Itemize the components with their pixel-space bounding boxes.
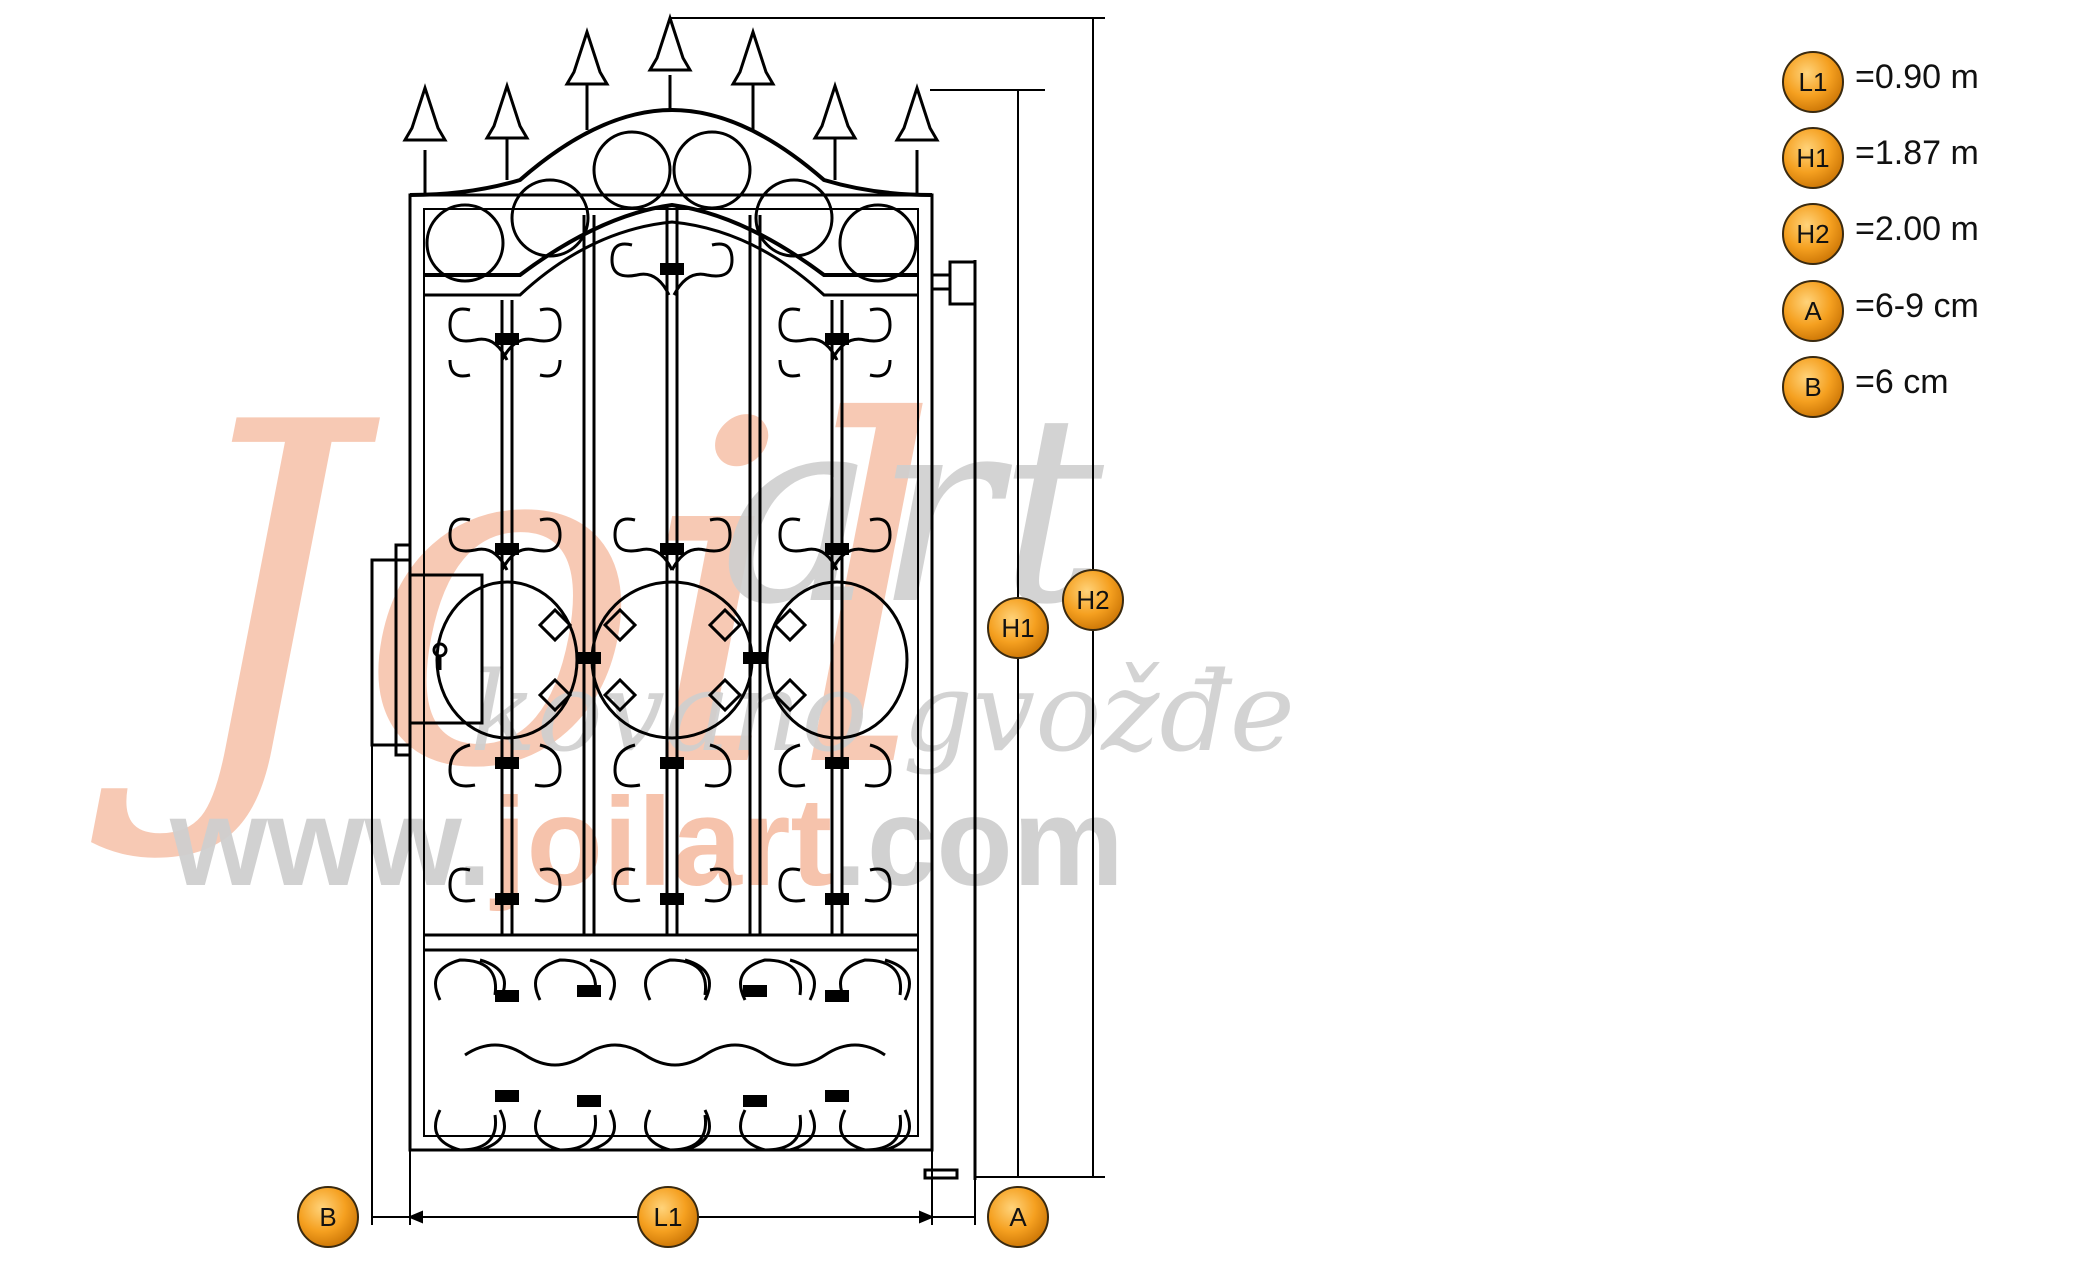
legend-item-h1: H1 =1.87 m xyxy=(1782,127,1979,189)
spear-finials xyxy=(402,13,940,195)
finial-1 xyxy=(402,83,448,195)
gate-arch-outer xyxy=(409,107,933,197)
lower-scrolls-upper xyxy=(448,743,892,903)
legend-label: H2 xyxy=(1796,219,1829,249)
legend-item-h2: H2 =2.00 m xyxy=(1782,203,1979,265)
legend-label: L1 xyxy=(1799,67,1828,97)
gate-frame-inner xyxy=(423,208,919,1137)
legend-value: =0.90 m xyxy=(1855,58,1979,96)
finial-5 xyxy=(730,27,776,130)
gate-arch-mid xyxy=(424,202,918,277)
badge-a-label: A xyxy=(1009,1202,1027,1232)
badge-h2: H2 xyxy=(1062,569,1124,631)
gate xyxy=(370,13,977,1180)
watermark-url-prefix: www. xyxy=(169,773,492,912)
legend-value: =6-9 cm xyxy=(1855,287,1979,325)
watermark-url-suffix: .com xyxy=(832,773,1124,912)
watermark-tagline: kovano gvožđe xyxy=(470,648,1295,776)
legend-item-b: B =6 cm xyxy=(1782,356,1949,418)
hinge xyxy=(930,260,977,1180)
bottom-panel-scrolls xyxy=(434,958,911,1152)
arch-circles xyxy=(425,130,918,283)
watermark: Joil art kovano gvožđe www.joilart.com xyxy=(89,324,1295,912)
legend-value: =1.87 m xyxy=(1855,134,1979,172)
badge-h2-label: H2 xyxy=(1076,585,1109,615)
vertical-bars xyxy=(500,205,844,935)
badge-h1-label: H1 xyxy=(1001,613,1034,643)
collars xyxy=(495,263,849,1107)
legend-item-l1: L1 =0.90 m xyxy=(1782,51,1979,113)
ground-stop xyxy=(923,1168,959,1180)
finial-4 xyxy=(647,13,693,110)
legend: L1 =0.90 m H1 =1.87 m H2 =2.00 m A =6-9 … xyxy=(1782,51,1979,418)
finial-6 xyxy=(812,81,858,180)
watermark-url-brand: joilart xyxy=(490,773,832,912)
watermark-logo-joil: Joil xyxy=(89,324,942,871)
badge-l1: L1 xyxy=(637,1186,699,1248)
lock-box xyxy=(370,543,484,757)
badge-h1: H1 xyxy=(987,597,1049,659)
finial-7 xyxy=(894,83,940,195)
legend-item-a: A =6-9 cm xyxy=(1782,280,1979,342)
badge-l1-label: L1 xyxy=(654,1202,683,1232)
legend-label: B xyxy=(1804,372,1821,402)
legend-value: =6 cm xyxy=(1855,363,1949,401)
badge-b-label: B xyxy=(319,1202,336,1232)
watermark-url: www.joilart.com xyxy=(169,773,1124,912)
gate-arch-inner xyxy=(424,220,918,297)
legend-label: H1 xyxy=(1796,143,1829,173)
legend-value: =2.00 m xyxy=(1855,210,1979,248)
legend-label: A xyxy=(1804,296,1822,326)
badge-b: B xyxy=(297,1186,359,1248)
finial-3 xyxy=(564,27,610,130)
badge-a: A xyxy=(987,1186,1049,1248)
finial-2 xyxy=(484,81,530,180)
